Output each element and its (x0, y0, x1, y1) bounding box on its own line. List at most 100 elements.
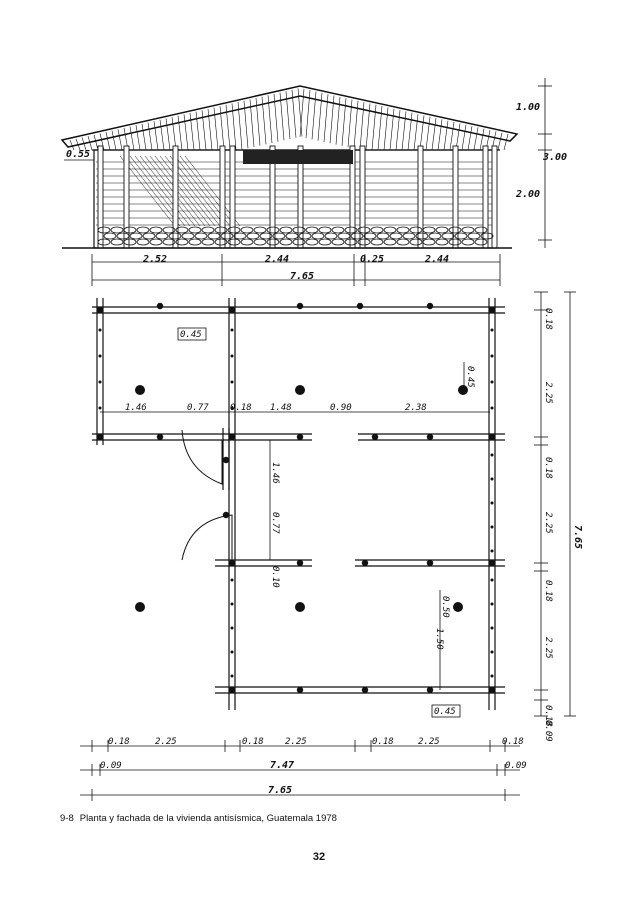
bolt (426, 559, 434, 567)
thatch-stroke (75, 138, 81, 151)
stone (337, 232, 351, 240)
stone (149, 238, 163, 246)
stone (279, 238, 293, 246)
roof-thatch (69, 88, 509, 151)
stone (435, 238, 449, 246)
stone-foundation (97, 226, 494, 246)
stone (370, 226, 384, 234)
stone (383, 226, 397, 234)
thatch-stroke (261, 96, 267, 145)
stone (422, 226, 436, 234)
post (295, 602, 305, 612)
dim-bottom2-1: 0.09 (100, 761, 122, 771)
thatch-stroke (305, 90, 311, 139)
dim-right-3: 2.00 (515, 189, 540, 200)
nail (230, 602, 234, 606)
nail (230, 328, 234, 332)
dim-total: 7.65 (290, 271, 314, 282)
dim-bottom-chain-3: 0.18 (242, 737, 264, 747)
thatch-stroke (267, 95, 273, 144)
bolt (356, 302, 364, 310)
thatch-stroke (219, 106, 225, 151)
post (453, 602, 463, 612)
thatch-stroke (285, 91, 291, 140)
stone (396, 238, 410, 246)
bolt (222, 511, 230, 519)
thatch-stroke (431, 118, 437, 151)
stone (136, 226, 150, 234)
plan-bolts (96, 302, 496, 694)
thatch-stroke (141, 123, 147, 151)
stone (461, 238, 475, 246)
stone (357, 226, 371, 234)
bolt (488, 433, 496, 441)
bolt (426, 433, 434, 441)
dim-int-4: 1.48 (270, 403, 292, 413)
dim-bottom-chain-2: 2.25 (155, 737, 177, 747)
brace-hatch (134, 155, 191, 227)
thatch-stroke (249, 99, 255, 148)
dim-right-3: 0.18 (543, 457, 553, 479)
stone (376, 232, 390, 240)
nail (490, 602, 494, 606)
dim-lower-2: 1.50 (434, 628, 444, 650)
bolt (96, 433, 104, 441)
thatch-stroke (177, 115, 183, 151)
bolt (488, 306, 496, 314)
bolt (361, 686, 369, 694)
dim-int-1: 1.46 (125, 403, 147, 413)
nail (490, 328, 494, 332)
stone (305, 238, 319, 246)
stone (220, 232, 234, 240)
stone (188, 226, 202, 234)
nail (230, 406, 234, 410)
stone (292, 226, 306, 234)
thatch-stroke (377, 106, 383, 151)
thatch-stroke (273, 93, 279, 142)
dim-small-2: 0.45 (465, 366, 475, 388)
brace-hatch (139, 155, 196, 227)
stone (123, 226, 137, 234)
dim-right-6: 2.25 (543, 637, 553, 659)
nail (490, 477, 494, 481)
brace-hatch (159, 155, 216, 227)
stone (409, 238, 423, 246)
figure-caption-text: Planta y fachada de la vivienda antisísm… (79, 813, 337, 824)
bolt (426, 302, 434, 310)
nail (230, 626, 234, 630)
bolt (488, 559, 496, 567)
thatch-stroke (237, 102, 243, 150)
thatch-stroke (425, 116, 431, 151)
stone (383, 238, 397, 246)
stone (201, 238, 215, 246)
stone (97, 226, 111, 234)
stone (318, 226, 332, 234)
nail (490, 354, 494, 358)
stone (428, 232, 442, 240)
stone (357, 238, 371, 246)
thatch-stroke (503, 133, 509, 151)
thatch-stroke (329, 95, 335, 144)
stone (324, 232, 338, 240)
stone (103, 232, 117, 240)
thatch-stroke (297, 88, 303, 137)
nail (490, 501, 494, 505)
thatch-stroke (195, 111, 201, 151)
dim-lower-1: 0.50 (440, 596, 450, 618)
stone (175, 238, 189, 246)
thatch-stroke (383, 107, 389, 151)
stone (435, 226, 449, 234)
thatch-stroke (165, 118, 171, 151)
thatch-stroke (395, 110, 401, 151)
nail (98, 380, 102, 384)
stone (311, 232, 325, 240)
post (458, 385, 468, 395)
thatch-stroke (231, 103, 237, 151)
dim-right-5: 0.18 (543, 580, 553, 602)
bolt (426, 686, 434, 694)
stone (279, 226, 293, 234)
house-elevation: 0.55 1.00 3.00 2.00 2.52 2.44 0.25 2.44 … (60, 78, 567, 286)
floor-plan: 1.46 0.77 0.18 1.48 0.90 2.38 1.46 0.77 … (80, 291, 583, 801)
